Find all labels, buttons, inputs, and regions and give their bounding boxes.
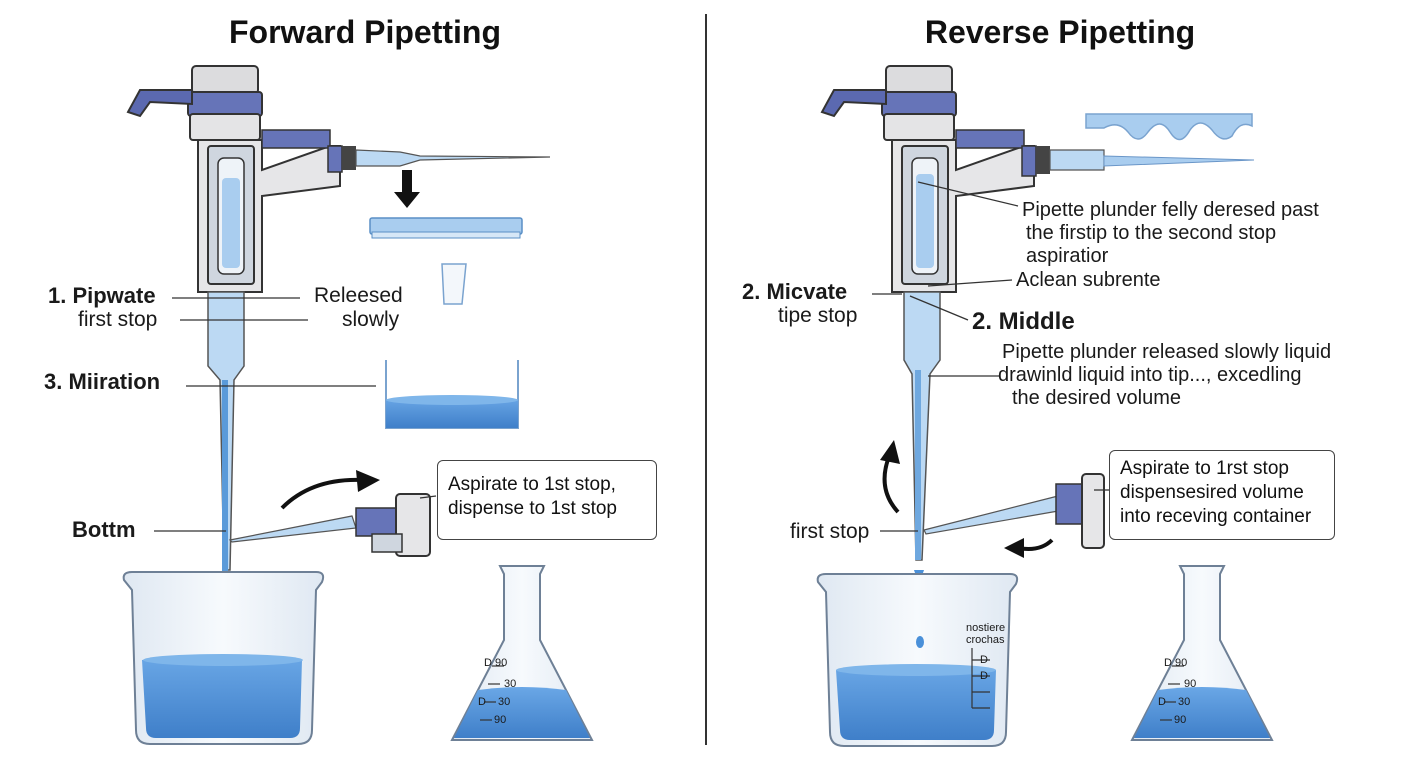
reservoir [385,360,519,429]
right-aclean-label: Aclean subrente [1016,269,1161,291]
down-arrow-icon [394,170,420,208]
right-callout-line1: Aspirate to 1rst stop [1120,458,1289,479]
left-callout-box: Aspirate to 1st stop, dispense to 1st st… [437,460,657,540]
right-middle-label: 2. Middle [972,308,1075,335]
right-flask-mark-4: 30 [1178,696,1191,708]
tilted-pipette-left [228,493,431,557]
left-flask-mark-2: 30 [504,678,517,690]
left-flask-mark-5: 90 [494,714,507,726]
small-tube [441,263,467,305]
left-step3-label: 3. Miiration [44,369,161,394]
right-callout-line2: dispensesired volume [1120,482,1304,503]
right-callout-line3: into receving container [1120,506,1312,527]
left-panel-title: Forward Pipetting [229,14,501,50]
left-flask-mark-3: D [478,696,486,708]
right-beaker-text-1: nostiere [966,622,1006,634]
right-flask [1130,565,1274,741]
left-slowly-label: slowly [342,308,400,331]
left-callout-line2: dispense to 1st stop [448,498,617,519]
left-step1-label: 1. Pipwate [48,283,156,308]
left-flask-mark-1: D 90 [484,657,508,669]
right-desc1-line2: the firstip to the second stop [1026,222,1277,244]
right-beaker-text-2: crochas [966,634,1005,646]
right-desc2-line2: drawinld liquid into tip..., excedling [998,364,1302,386]
curved-arrow-icon [280,477,363,510]
right-first-stop-label: first stop [790,520,870,543]
right-flask-mark-3: D [1158,696,1166,708]
left-pipette [126,65,551,642]
right-flask-mark-5: 90 [1174,714,1187,726]
right-desc2-line3: the desired volume [1012,387,1181,409]
right-desc1-line1: Pipette plunder felly deresed past [1022,199,1319,221]
right-callout-box: Aspirate to 1rst stop dispensesired volu… [1109,450,1335,540]
left-bottom-label: Bottm [72,517,136,542]
liquid-splash [1085,113,1253,141]
right-leader-lines [872,181,1110,532]
right-beaker-mark-2: D [980,670,988,682]
right-desc2-line1: Pipette plunder released slowly liquid [1002,341,1332,363]
left-first-stop-label: first stop [78,308,158,331]
right-flask-mark-1: D 90 [1164,657,1188,669]
right-tipe-stop-label: tipe stop [778,304,858,327]
left-leader-lines [154,297,437,532]
right-step2-label: 2. Micvate [742,279,848,304]
tilted-pipette-right [923,473,1105,549]
right-beaker [816,573,1019,747]
right-beaker-mark-1: D [980,654,988,666]
left-callout-line1: Aspirate to 1st stop, [448,474,616,495]
left-flask-mark-4: 30 [498,696,511,708]
right-panel-title: Reverse Pipetting [924,14,1196,50]
left-flask [450,565,594,741]
right-flask-mark-2: 90 [1184,678,1197,690]
right-desc1-line3: aspiratior [1026,245,1109,267]
left-released-label: Releesed [314,284,403,307]
left-beaker [122,571,325,745]
